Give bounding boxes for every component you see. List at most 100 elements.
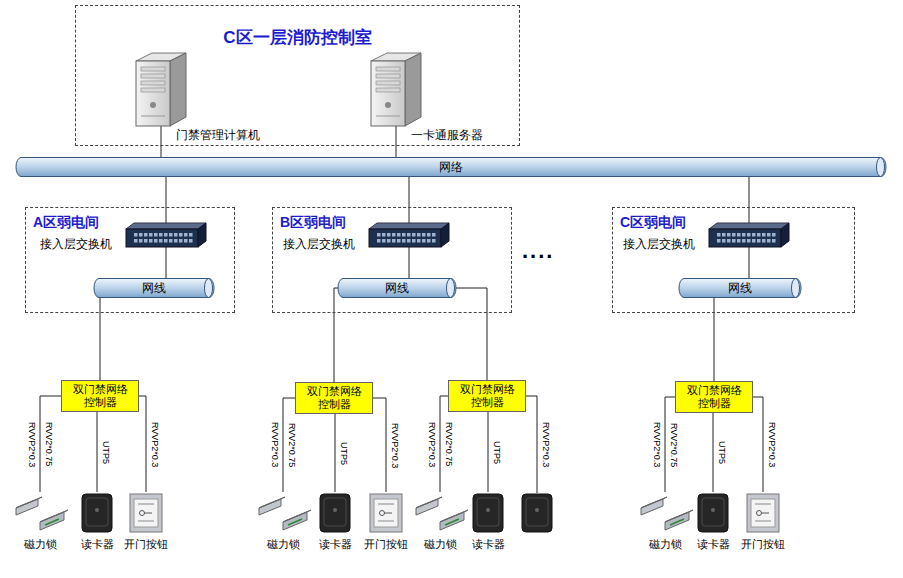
- switch-port: [134, 233, 138, 237]
- room-label: C区一层消防控制室: [76, 26, 519, 49]
- switch-top: [126, 223, 206, 229]
- lock-node: 磁力锁: [412, 492, 468, 552]
- cable-connector: [409, 177, 410, 223]
- switch-port: [377, 233, 381, 237]
- lock-shape: [12, 492, 68, 534]
- switch-port: [422, 233, 426, 237]
- server-node: 一卡通服务器: [371, 53, 421, 126]
- lock-node: 磁力锁: [255, 492, 311, 552]
- reader-shape: [307, 492, 363, 534]
- cable-spec: RVV2*0.75: [443, 422, 454, 466]
- region-label: C区弱电间: [620, 214, 686, 232]
- cable-spec: RVVP2*0.3: [26, 422, 37, 467]
- lock-top: [16, 497, 42, 508]
- switch-port: [174, 233, 178, 237]
- cylinder-end: [447, 279, 455, 298]
- switch-port: [772, 239, 776, 243]
- pipe-label: 网线: [94, 280, 214, 297]
- pipe-node: 网线: [338, 278, 456, 298]
- server-side: [405, 53, 421, 126]
- cable-spec: UTP5: [491, 441, 502, 464]
- cable-connector: [166, 247, 167, 278]
- lock-indicator: [288, 519, 302, 525]
- pipe-label: 网线: [679, 280, 801, 297]
- drive-bay: [141, 74, 165, 78]
- button-label: 开门按钮: [358, 537, 414, 552]
- switch-top: [369, 223, 449, 229]
- button-line: [378, 521, 394, 522]
- cable-connector: [334, 288, 338, 382]
- switch-port: [412, 239, 416, 243]
- lock-shape: [255, 492, 311, 534]
- switch-port: [174, 239, 178, 243]
- drive-bay: [141, 81, 165, 85]
- lock-body-top: [665, 510, 693, 522]
- button-line: [755, 504, 771, 505]
- bus-label: 网络: [16, 159, 886, 176]
- button-face: [134, 499, 158, 527]
- switch-port: [189, 239, 193, 243]
- switch-port: [144, 233, 148, 237]
- cable-spec: RVVP2*0.3: [269, 422, 280, 467]
- reader-logo: [486, 508, 490, 512]
- switch-port: [732, 239, 736, 243]
- reader-face: [702, 498, 724, 526]
- cable-connector: [335, 414, 336, 492]
- ctrl-node: 双门禁网络控制器: [675, 381, 753, 413]
- lock-shape: [637, 492, 693, 534]
- reader-logo: [535, 508, 539, 512]
- switch-front: [126, 229, 198, 247]
- switch-port: [377, 239, 381, 243]
- switch-port: [407, 233, 411, 237]
- ctrl-label: 双门禁网络控制器: [296, 385, 372, 411]
- switch-port: [767, 233, 771, 237]
- switch-port: [742, 239, 746, 243]
- switch-port: [757, 239, 761, 243]
- cable-connector: [396, 126, 397, 157]
- button-face: [751, 499, 775, 527]
- lock-indicator: [670, 519, 684, 525]
- reader-shape: [685, 492, 741, 534]
- switch-port: [772, 233, 776, 237]
- switch-port: [432, 233, 436, 237]
- room-node: C区一层消防控制室门禁管理计算机一卡通服务器: [75, 5, 520, 146]
- cable-connector: [488, 412, 489, 492]
- button-label: 开门按钮: [735, 537, 791, 552]
- switch-port: [752, 239, 756, 243]
- cable-cylinder: [679, 279, 801, 298]
- cable-connector: [749, 177, 750, 223]
- lock-label: 磁力锁: [255, 537, 311, 552]
- switch-port: [179, 233, 183, 237]
- switch-port: [727, 239, 731, 243]
- server-shape: [136, 53, 186, 126]
- switch-port: [737, 233, 741, 237]
- cable-connector: [456, 288, 487, 380]
- button-shape: [118, 492, 174, 534]
- button-face: [374, 499, 398, 527]
- vent-line: [141, 116, 165, 117]
- switch-port: [169, 233, 173, 237]
- vent-line: [376, 116, 400, 117]
- button-node: 开门按钮: [358, 492, 414, 552]
- reader-body: [522, 494, 552, 532]
- switch-node: 接入层交换机: [126, 223, 206, 247]
- switch-port: [752, 233, 756, 237]
- button-line: [138, 504, 154, 505]
- server-front: [371, 61, 405, 126]
- cable-spec: UTP5: [100, 441, 111, 464]
- switch-label: 接入层交换机: [623, 236, 695, 253]
- ctrl-node: 双门禁网络控制器: [295, 382, 373, 414]
- switch-port: [402, 233, 406, 237]
- switch-side: [441, 223, 449, 247]
- switch-node: 接入层交换机: [369, 223, 449, 247]
- pipe-node: 网线: [94, 278, 214, 298]
- cable-spec: RVVP2*0.3: [651, 422, 662, 467]
- switch-port: [184, 239, 188, 243]
- drive-bay: [141, 88, 165, 92]
- button-node: 开门按钮: [118, 492, 174, 552]
- lock-label: 磁力锁: [12, 537, 68, 552]
- switch-port: [159, 239, 163, 243]
- switch-port: [139, 239, 143, 243]
- cable-spec: RVVP2*0.3: [149, 422, 160, 467]
